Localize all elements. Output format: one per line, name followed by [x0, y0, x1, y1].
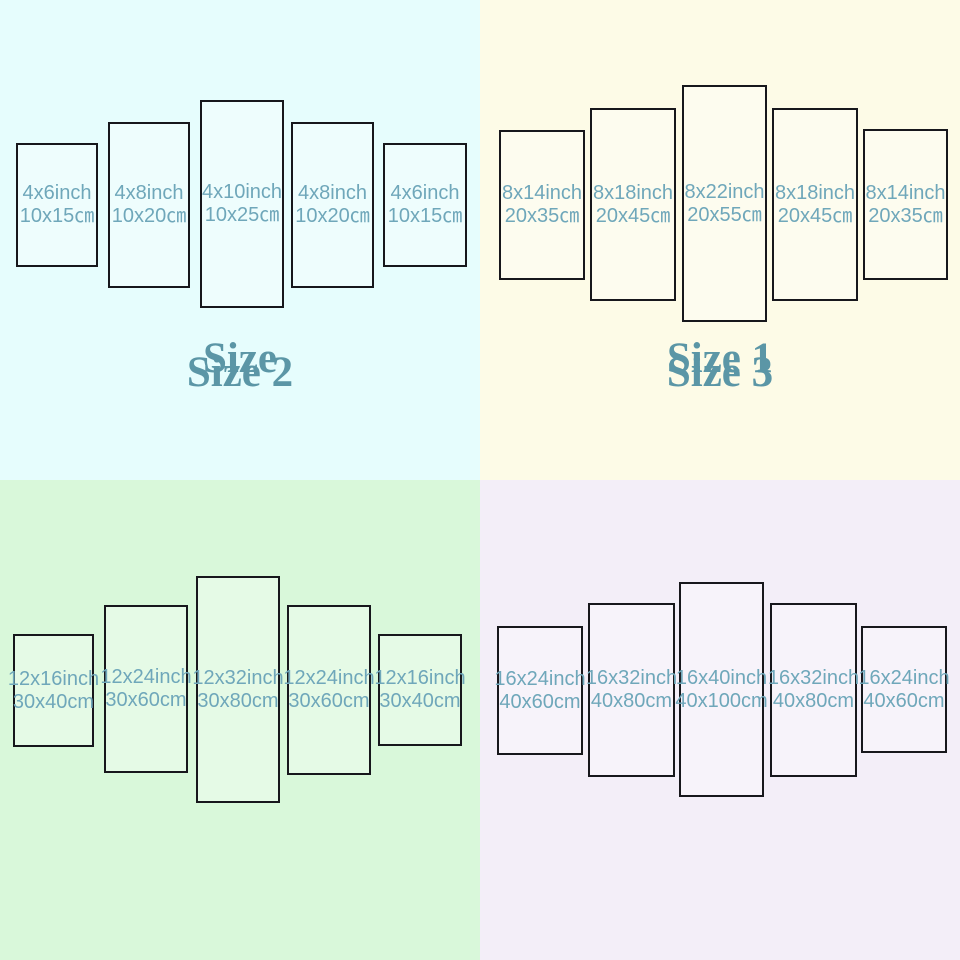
panel-size-label: 4x6inch 10x15㎝: [388, 182, 463, 227]
panel-size-inch: 4x8inch: [298, 182, 367, 205]
panel-size-label: 12x24inch 30x60cm: [100, 666, 191, 711]
panel-size-cm: 10x15㎝: [387, 205, 463, 227]
panel-size-label: 4x8inch 10x20㎝: [112, 182, 187, 227]
panel-16x32-right: 16x32inch 40x80cm: [768, 603, 859, 777]
quadrant-title-size-1: Size 1: [666, 335, 774, 382]
panel-size-label: 4x10inch 10x25㎝: [202, 181, 282, 226]
panel-4x6-left: 4x6inch 10x15㎝: [16, 143, 98, 267]
panel-8x14-right: 8x14inch 20x35㎝: [863, 129, 948, 280]
panel-size-label: 16x24inch 40x60cm: [858, 667, 949, 712]
panel-4x8-left: 4x8inch 10x20㎝: [108, 122, 190, 288]
panel-size-inch: 8x22inch: [684, 180, 765, 203]
quadrant-size-3: 16x24inch 40x60cm 16x32inch 40x80cm 16x4…: [480, 349, 960, 960]
panel-size-inch: 12x16inch: [374, 667, 466, 690]
quadrant-title-size-3: Size 3: [666, 349, 774, 396]
panel-16x24-right: 16x24inch 40x60cm: [858, 626, 950, 753]
panel-size-label: 8x14inch 20x35㎝: [502, 182, 582, 227]
panel-size-cm: 30x80cm: [197, 689, 279, 712]
panel-size-inch: 4x6inch: [22, 182, 92, 205]
panel-size-inch: 16x24inch: [858, 666, 950, 689]
panel-size-label: 4x8inch 10x20㎝: [295, 182, 370, 227]
panel-12x32-center: 12x32inch 30x80cm: [192, 576, 284, 803]
panel-size-cm: 20x45㎝: [777, 204, 853, 227]
panel-size-cm: 10x15㎝: [19, 205, 95, 227]
quadrant-size-2: 12x16inch 30x40cm 12x24inch 30x60cm 12x3…: [0, 349, 480, 960]
panel-size-label: 12x32inch 30x80cm: [192, 667, 283, 712]
panel-size-inch: 4x6inch: [390, 182, 460, 205]
panel-size-label: 12x16inch 30x40cm: [8, 668, 99, 713]
quadrant-title-size: Size: [202, 335, 278, 382]
panel-size-cm: 20x35㎝: [504, 205, 580, 227]
quadrant-size: 4x6inch 10x15㎝ 4x8inch 10x20㎝ 4x10inch 1…: [0, 0, 480, 480]
panel-12x24-right: 12x24inch 30x60cm: [283, 605, 375, 775]
panel-size-inch: 12x24inch: [100, 666, 192, 689]
panel-size-label: 12x24inch 30x60cm: [283, 667, 374, 712]
panel-size-cm: 30x40cm: [379, 690, 461, 712]
panel-size-label: 16x32inch 40x80cm: [586, 667, 677, 712]
panel-size-label: 8x22inch 20x55㎝: [684, 181, 764, 226]
panel-12x16-left: 12x16inch 30x40cm: [8, 634, 99, 747]
panel-size-cm: 30x60cm: [288, 690, 370, 712]
panel-16x40-center: 16x40inch 40x100cm: [675, 582, 768, 797]
panel-size-label: 12x16inch 30x40cm: [374, 667, 465, 712]
panel-size-cm: 20x35㎝: [868, 204, 943, 227]
panel-12x24-left: 12x24inch 30x60cm: [100, 605, 192, 773]
panel-size-label: 8x18inch 20x45㎝: [593, 182, 673, 227]
panel-size-inch: 16x32inch: [767, 667, 860, 690]
panel-size-inch: 4x10inch: [201, 181, 283, 204]
panel-size-inch: 16x32inch: [585, 667, 678, 690]
panel-size-label: 16x32inch 40x80cm: [768, 667, 859, 712]
panel-size-cm: 30x40cm: [12, 690, 95, 713]
panel-size-cm: 40x60cm: [863, 689, 945, 712]
panel-8x14-left: 8x14inch 20x35㎝: [499, 130, 585, 280]
panel-size-inch: 4x8inch: [114, 182, 184, 205]
panel-size-inch: 12x24inch: [283, 667, 375, 690]
panel-size-label: 16x24inch 40x60cm: [494, 668, 585, 713]
panel-size-inch: 12x16inch: [7, 667, 100, 690]
panel-size-label: 8x18inch 20x45㎝: [775, 182, 855, 227]
panel-size-label: 4x6inch 10x15㎝: [20, 182, 95, 227]
panel-8x22-center: 8x22inch 20x55㎝: [682, 85, 767, 322]
panel-size-cm: 20x45㎝: [595, 204, 671, 227]
panel-size-inch: 16x40inch: [675, 666, 768, 689]
panel-size-cm: 20x55㎝: [687, 203, 762, 226]
panel-size-cm: 40x80cm: [772, 690, 855, 712]
panel-16x24-left: 16x24inch 40x60cm: [494, 626, 586, 755]
panel-size-inch: 8x18inch: [774, 181, 856, 204]
quadrant-title-size-2: Size 2: [186, 349, 294, 396]
panel-size-inch: 12x32inch: [192, 666, 284, 689]
panel-8x18-right: 8x18inch 20x45㎝: [772, 108, 858, 301]
panel-size-cm: 40x80cm: [590, 690, 673, 712]
panel-size-cm: 30x60cm: [105, 689, 187, 711]
panel-4x8-right: 4x8inch 10x20㎝: [291, 122, 374, 288]
panel-size-inch: 8x14inch: [501, 182, 583, 205]
panel-size-inch: 8x18inch: [592, 181, 674, 204]
panel-size-cm: 40x100cm: [675, 689, 768, 712]
panel-size-cm: 10x20㎝: [111, 205, 187, 227]
panel-4x10-center: 4x10inch 10x25㎝: [200, 100, 284, 308]
panel-16x32-left: 16x32inch 40x80cm: [586, 603, 677, 777]
panel-4x6-right: 4x6inch 10x15㎝: [383, 143, 467, 267]
panel-size-cm: 10x20㎝: [295, 205, 370, 227]
panel-size-inch: 8x14inch: [865, 181, 946, 204]
panel-size-inch: 16x24inch: [494, 667, 586, 690]
quadrant-size-1: 8x14inch 20x35㎝ 8x18inch 20x45㎝ 8x22inch…: [480, 0, 960, 480]
panel-12x16-right: 12x16inch 30x40cm: [374, 634, 466, 746]
panel-size-cm: 40x60cm: [499, 690, 581, 713]
panel-8x18-left: 8x18inch 20x45㎝: [590, 108, 676, 301]
panel-size-label: 16x40inch 40x100cm: [675, 667, 767, 712]
panel-size-cm: 10x25㎝: [204, 204, 280, 226]
panel-size-label: 8x14inch 20x35㎝: [865, 182, 945, 227]
